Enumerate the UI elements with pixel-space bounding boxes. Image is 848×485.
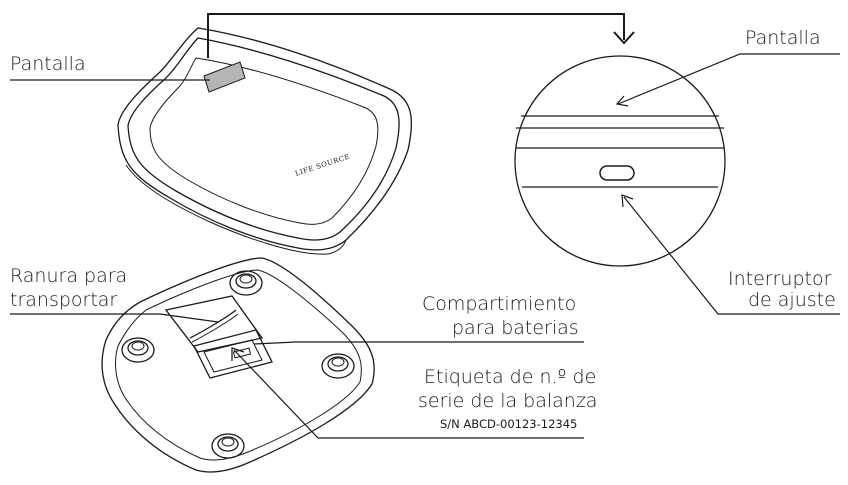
- pointer-battery: [253, 341, 584, 345]
- label-switch-line1: Interruptor: [728, 268, 832, 290]
- scale-top-view: LIFE SOURCE: [117, 27, 413, 255]
- label-serial-example: S/N ABCD-00123-12345: [440, 417, 577, 431]
- label-battery-line2: para baterias: [452, 317, 579, 339]
- carry-slot-panel: [164, 295, 264, 353]
- pointer-serial: [233, 349, 584, 439]
- label-display-top: Pantalla: [10, 53, 86, 75]
- scale-foot-left: [121, 337, 155, 363]
- label-slot-line2: transportar: [10, 289, 117, 311]
- pointer-display-zoom: [617, 53, 840, 105]
- zoom-detail-circle: [514, 55, 726, 267]
- brand-logo: LIFE SOURCE: [294, 153, 351, 178]
- label-switch-line2: de ajuste: [748, 289, 836, 311]
- label-slot-line1: Ranura para: [10, 265, 127, 287]
- scale-bottom-view: [101, 257, 375, 473]
- label-display-zoom: Pantalla: [745, 27, 821, 49]
- scale-foot-top: [229, 270, 263, 296]
- pointer-slot: [10, 313, 219, 323]
- label-serial-line2: serie de la balanza: [418, 390, 597, 412]
- scale-display: [203, 61, 246, 93]
- label-serial-line1: Etiqueta de n.º de: [424, 366, 596, 388]
- scale-foot-bottom: [211, 433, 245, 459]
- zoom-connector-arrow: [207, 13, 635, 58]
- battery-compartment: [193, 329, 273, 379]
- label-battery-line1: Compartimiento: [422, 293, 576, 315]
- pointer-switch: [623, 196, 840, 315]
- scale-foot-right: [321, 353, 355, 379]
- adjust-switch: [599, 165, 635, 181]
